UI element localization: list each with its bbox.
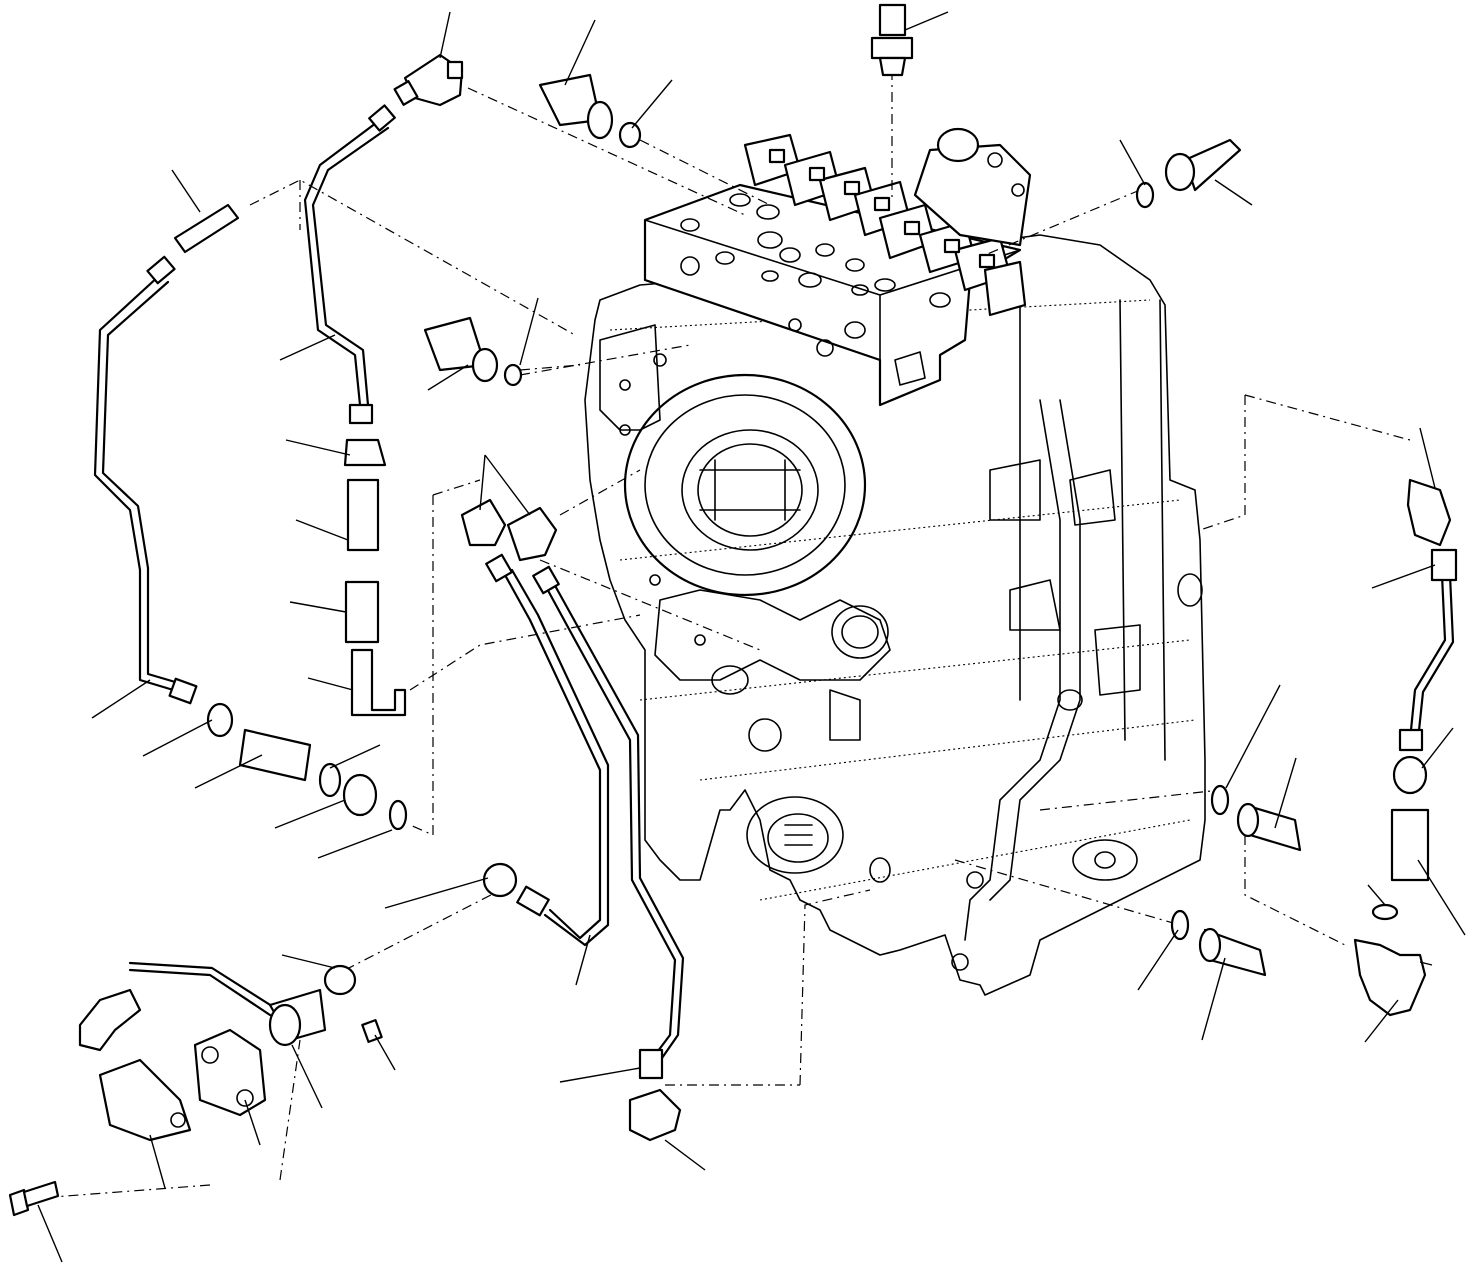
assembly-centerlines [39,70,1411,1199]
solenoid-valves [743,127,1032,317]
fittings [8,3,1458,1217]
hydraulic-pipes [93,118,1455,1060]
leader-lines [37,11,1466,1263]
transmission-housing [584,234,1206,996]
